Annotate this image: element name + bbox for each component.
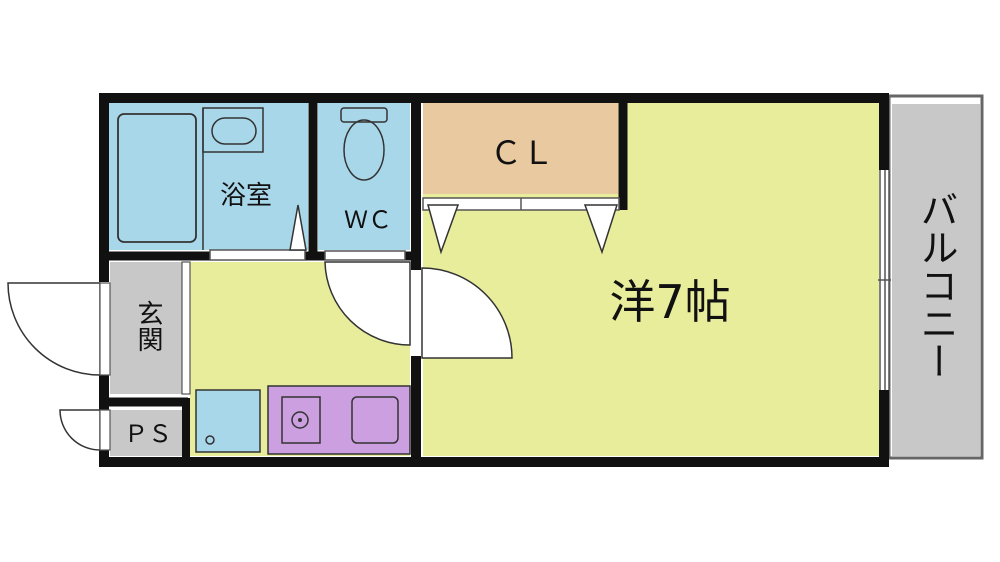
ps-label: ＰＳ — [124, 420, 172, 448]
ps-door-frame — [99, 409, 111, 451]
western-room-label: 洋7帖 — [609, 275, 730, 329]
toilet-bowl — [343, 119, 385, 181]
bath-door-frame — [209, 249, 306, 261]
washbasin-bowl — [211, 117, 257, 145]
toilet-tank — [340, 107, 388, 123]
kitchen-counter — [267, 385, 411, 455]
washbasin-counter — [202, 107, 264, 153]
drain-icon — [205, 435, 215, 445]
closet-door-right — [583, 204, 619, 255]
bathtub — [117, 113, 197, 243]
wc-door-swing — [324, 261, 411, 346]
bath-label: 浴室 — [220, 181, 272, 211]
balcony-label: バルコニー — [914, 190, 958, 380]
ps-floor — [110, 410, 182, 456]
entrance-step — [181, 261, 191, 395]
stove-burner-icon — [291, 411, 309, 429]
fridge-space — [195, 389, 261, 453]
entrance-floor — [110, 262, 182, 394]
entrance-door-frame — [99, 282, 111, 376]
stove-burner-center — [298, 418, 302, 422]
sink-icon — [351, 396, 399, 444]
wc-floor — [318, 102, 410, 250]
wc-door-frame — [324, 250, 406, 261]
closet-label: ＣＬ — [490, 134, 554, 172]
stove-box — [281, 396, 321, 444]
wc-label: ＷＣ — [344, 206, 392, 234]
entrance-door-swing — [7, 282, 101, 376]
bath-floor — [108, 102, 308, 250]
closet-door-left — [427, 204, 460, 255]
balcony-floor — [892, 104, 980, 456]
closet-floor-top — [423, 102, 618, 194]
room-door-swing — [421, 267, 513, 359]
ps-door-swing — [59, 409, 101, 451]
entrance-label: 玄関 — [133, 300, 163, 352]
bath-folding-door — [289, 204, 307, 251]
